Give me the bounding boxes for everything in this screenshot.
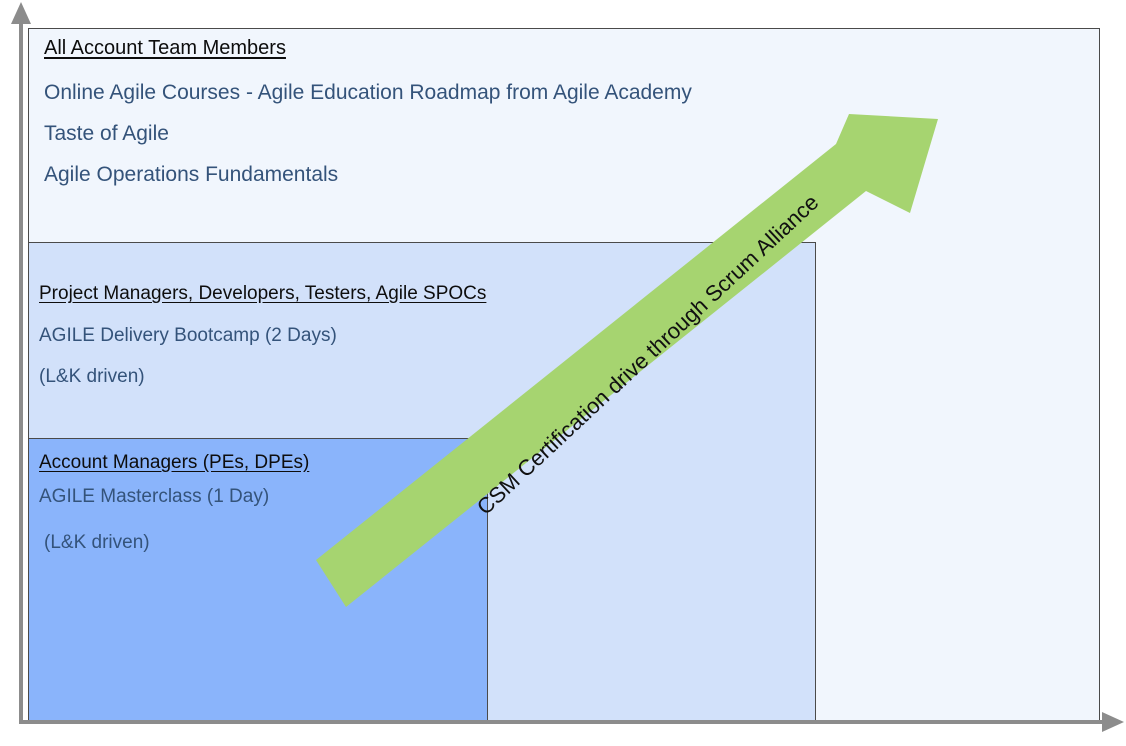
delivery-bootcamp-item: AGILE Delivery Bootcamp (2 Days) (39, 325, 337, 346)
account-managers-heading: Account Managers (PEs, DPEs) (39, 452, 310, 473)
agile-operations-fundamentals-item: Agile Operations Fundamentals (44, 163, 339, 186)
y-axis-arrowhead (11, 2, 31, 24)
taste-of-agile-item: Taste of Agile (44, 122, 169, 145)
y-axis (11, 2, 31, 723)
project-team-lk-driven-note: (L&K driven) (39, 366, 145, 387)
x-axis-arrowhead (1102, 712, 1124, 732)
account-managers-lk-driven-note: (L&K driven) (44, 532, 150, 553)
project-team-heading: Project Managers, Developers, Testers, A… (39, 283, 487, 304)
online-agile-courses-item: Online Agile Courses - Agile Education R… (44, 81, 692, 104)
all-members-heading: All Account Team Members (44, 37, 286, 59)
masterclass-item: AGILE Masterclass (1 Day) (39, 486, 270, 507)
x-axis (19, 712, 1124, 732)
growth-arrow (316, 114, 938, 607)
